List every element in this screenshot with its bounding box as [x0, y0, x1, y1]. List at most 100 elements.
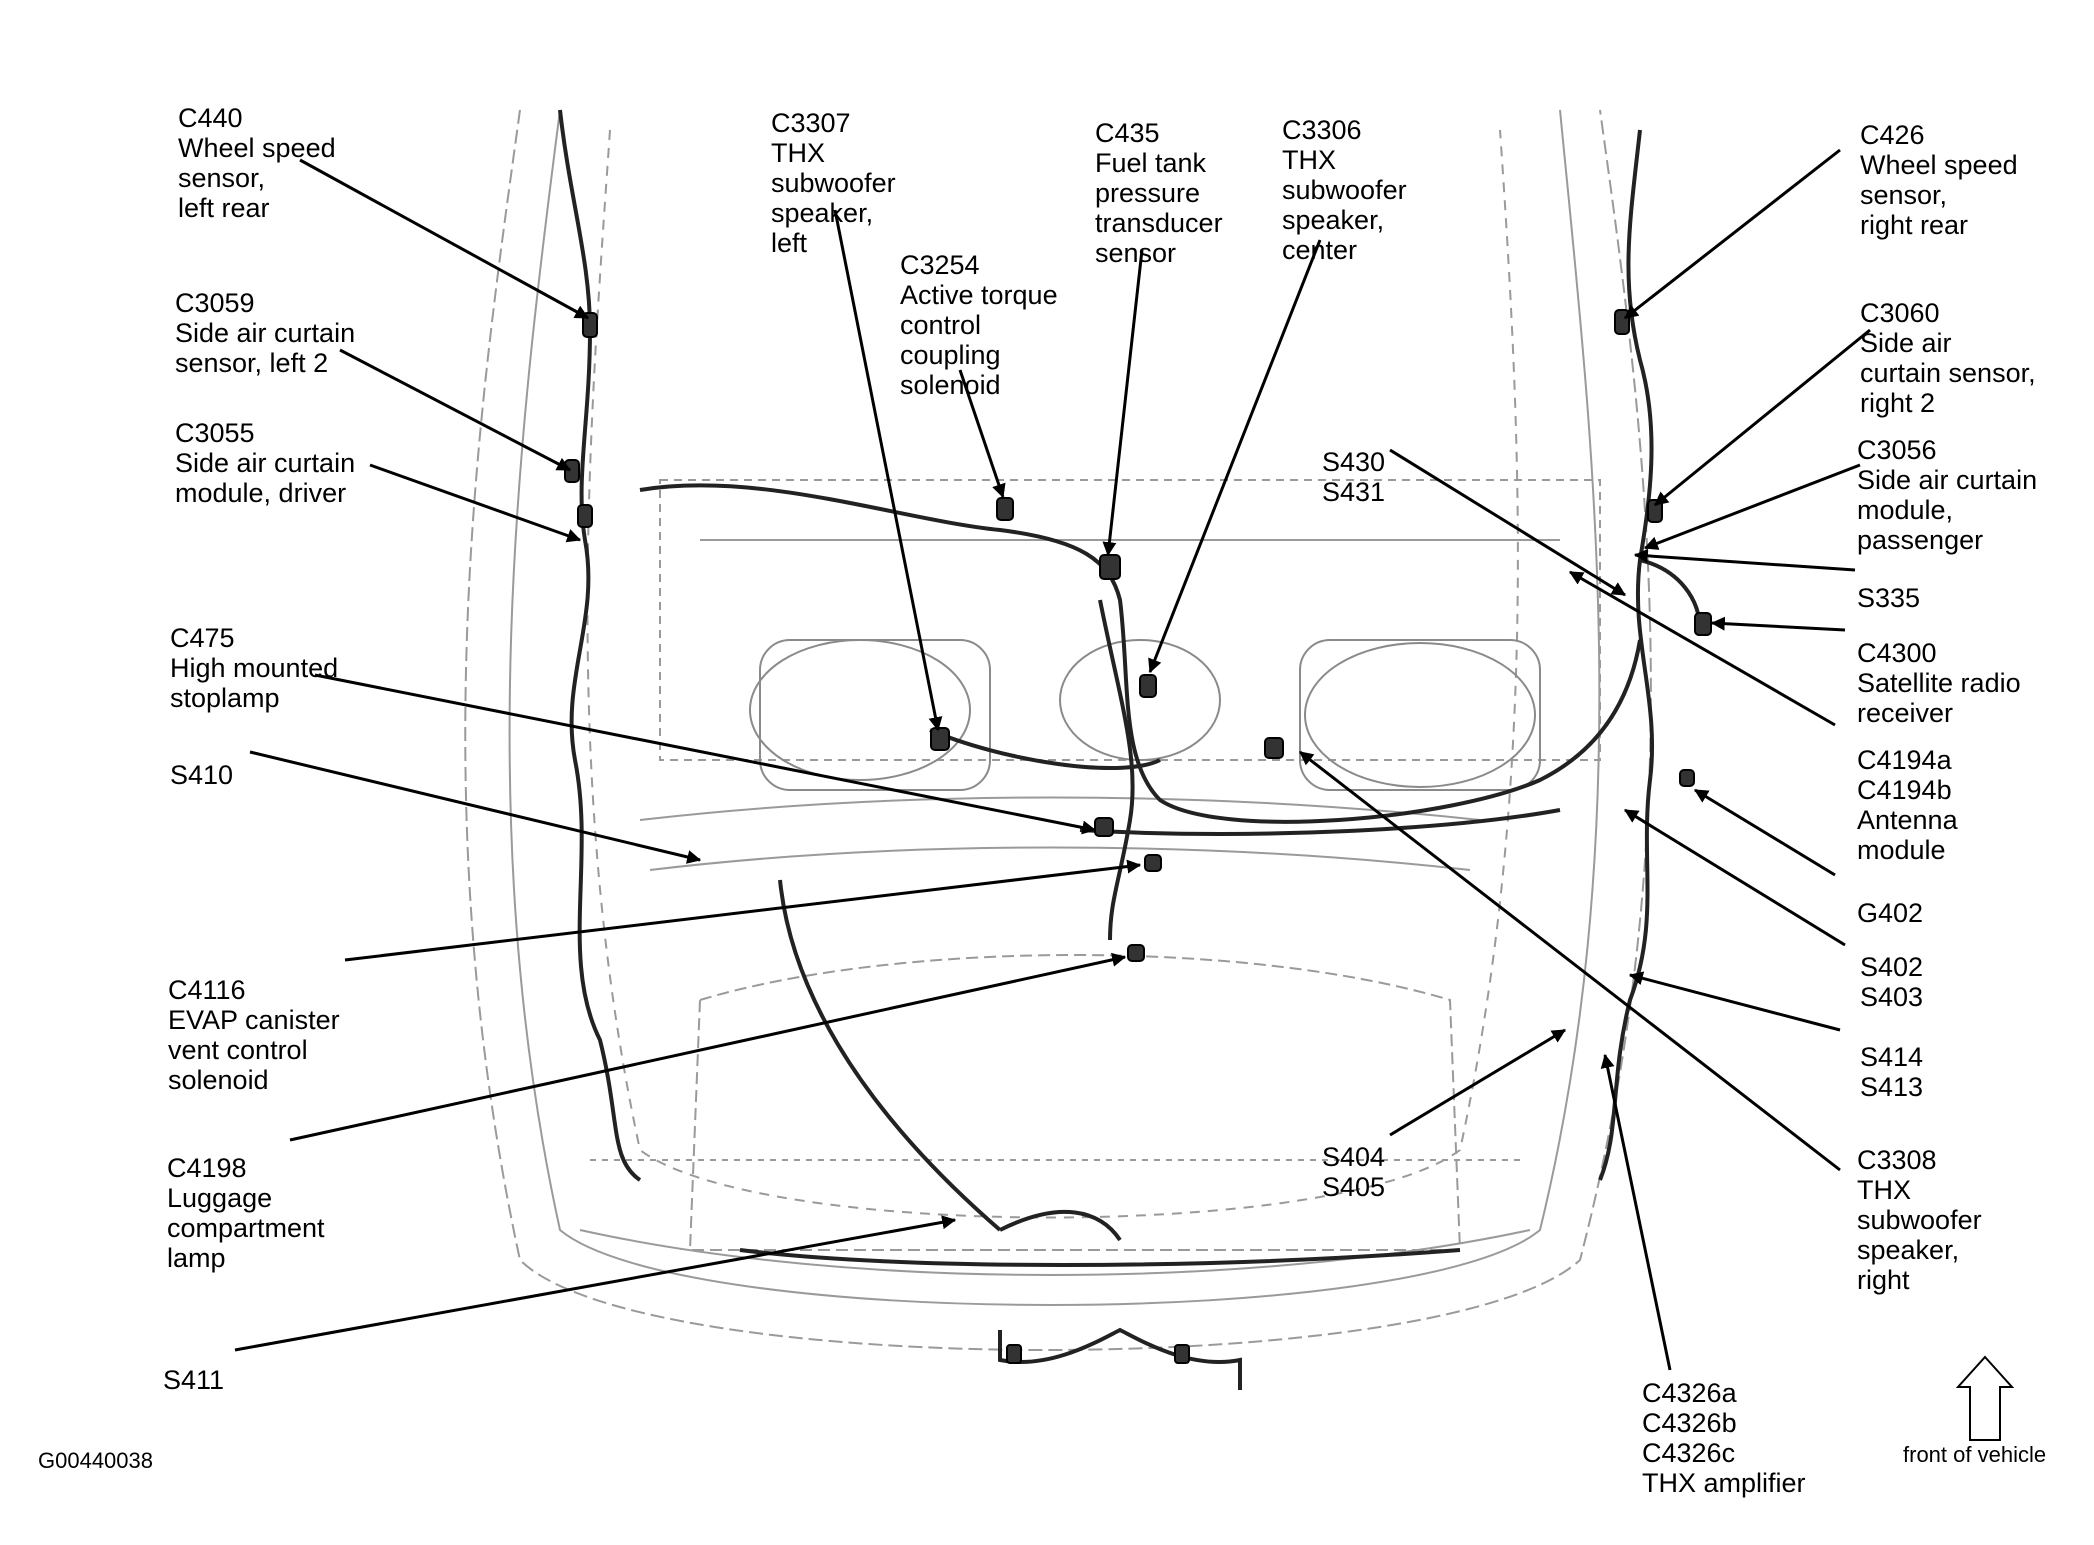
callout-desc: High mounted stoplamp — [170, 653, 339, 713]
callout-code: C3059 — [175, 288, 255, 318]
callout-desc: THX subwoofer speaker, center — [1282, 145, 1407, 265]
callout-desc: Side air curtain module, driver — [175, 448, 356, 508]
wiring-harness — [558, 109, 1702, 1390]
callout-code: C4198 — [167, 1153, 247, 1183]
callout-desc: Satellite radio receiver — [1857, 668, 2021, 728]
callout-code: S404 S405 — [1322, 1142, 1386, 1202]
leader-s402 — [1624, 808, 1846, 947]
callout-desc: THX subwoofer speaker, right — [1857, 1175, 1982, 1295]
leader-c426 — [1624, 148, 1841, 320]
callout-code: S430 S431 — [1322, 447, 1386, 507]
callout-s404: S404 S405 — [1322, 1112, 1385, 1232]
callout-code: C4194a C4194b — [1857, 745, 1952, 805]
leader-c3055 — [369, 463, 582, 543]
leader-c435 — [1102, 249, 1144, 557]
callout-desc: Side air curtain sensor, right 2 — [1860, 328, 2036, 418]
callout-s430: S430 S431 — [1322, 417, 1385, 537]
callout-code: S335 — [1857, 583, 1921, 613]
callout-code: C4300 — [1857, 638, 1937, 668]
vehicle-body-outline — [464, 109, 1652, 1351]
callout-code: S411 — [163, 1365, 225, 1395]
callout-code: G402 — [1857, 898, 1924, 928]
leader-s430 — [1389, 448, 1626, 597]
leader-s335 — [1633, 548, 1856, 572]
callout-code: C3306 — [1282, 115, 1362, 145]
callout-s410: S410 — [170, 730, 233, 820]
leader-c4116 — [344, 859, 1142, 962]
callout-desc: THX subwoofer speaker, left — [771, 138, 896, 258]
callout-code: C3056 — [1857, 435, 1937, 465]
speaker-enclosures — [749, 639, 1541, 791]
leader-s414 — [1628, 971, 1841, 1032]
connectors — [564, 309, 1712, 1364]
callout-s414: S414 S413 — [1860, 1012, 1923, 1132]
callout-s411: S411 — [163, 1335, 224, 1425]
callout-g402: G402 — [1857, 868, 1923, 958]
figure-id: G00440038 — [38, 1448, 153, 1473]
leader-s410 — [249, 750, 702, 864]
leader-s404 — [1389, 1028, 1567, 1137]
leader-lines — [234, 148, 1871, 1371]
callout-code: C4116 — [168, 975, 246, 1005]
callout-desc: Fuel tank pressure transducer sensor — [1095, 148, 1223, 268]
leader-c3307 — [833, 209, 943, 732]
leader-c3059 — [339, 348, 572, 472]
leader-c3254 — [958, 369, 1006, 499]
leader-c3056 — [1643, 463, 1861, 550]
leader-c3060 — [1654, 328, 1871, 507]
callout-code: C3055 — [175, 418, 255, 448]
leader-c4300 — [1710, 616, 1846, 632]
callout-desc: EVAP canister vent control solenoid — [168, 1005, 340, 1095]
callout-desc: THX amplifier — [1642, 1468, 1806, 1498]
callout-code: C435 — [1095, 118, 1160, 148]
callout-s335: S335 — [1857, 553, 1920, 643]
callout-s402: S402 S403 — [1860, 922, 1923, 1042]
leader-c3306 — [1148, 239, 1322, 674]
callout-code: C3308 — [1857, 1145, 1937, 1175]
callout-code: C426 — [1860, 120, 1925, 150]
callout-desc: Luggage compartment lamp — [167, 1183, 325, 1273]
callout-code: C3254 — [900, 250, 980, 280]
callout-code: S402 S403 — [1860, 952, 1924, 1012]
callout-code: C475 — [170, 623, 235, 653]
callout-code: S410 — [170, 760, 234, 790]
callout-desc: Active torque control coupling solenoid — [900, 280, 1058, 400]
callout-desc: Antenna module — [1857, 805, 1958, 865]
leader-s411 — [234, 1215, 957, 1352]
leader-c440 — [299, 158, 590, 320]
leader-g402 — [1694, 788, 1836, 877]
leader-c4194 — [1568, 570, 1836, 727]
callout-desc: Wheel speed sensor, right rear — [1860, 150, 2018, 240]
callout-code: S414 S413 — [1860, 1042, 1924, 1102]
front-of-vehicle-label: front of vehicle — [1903, 1442, 2047, 1467]
callout-code: C440 — [178, 103, 243, 133]
callout-desc: Wheel speed sensor, left rear — [178, 133, 336, 223]
callout-code: C3060 — [1860, 298, 1940, 328]
callout-code: C4326a C4326b C4326c — [1642, 1378, 1737, 1468]
leader-c475 — [314, 673, 1097, 835]
callout-desc: Side air curtain sensor, left 2 — [175, 318, 356, 378]
callout-desc: Side air curtain module, passenger — [1857, 465, 2038, 555]
front-direction-arrow-icon — [1955, 1355, 2015, 1441]
callout-code: C3307 — [771, 108, 851, 138]
leader-c4326 — [1600, 1053, 1672, 1371]
leader-c3308 — [1299, 750, 1841, 1172]
